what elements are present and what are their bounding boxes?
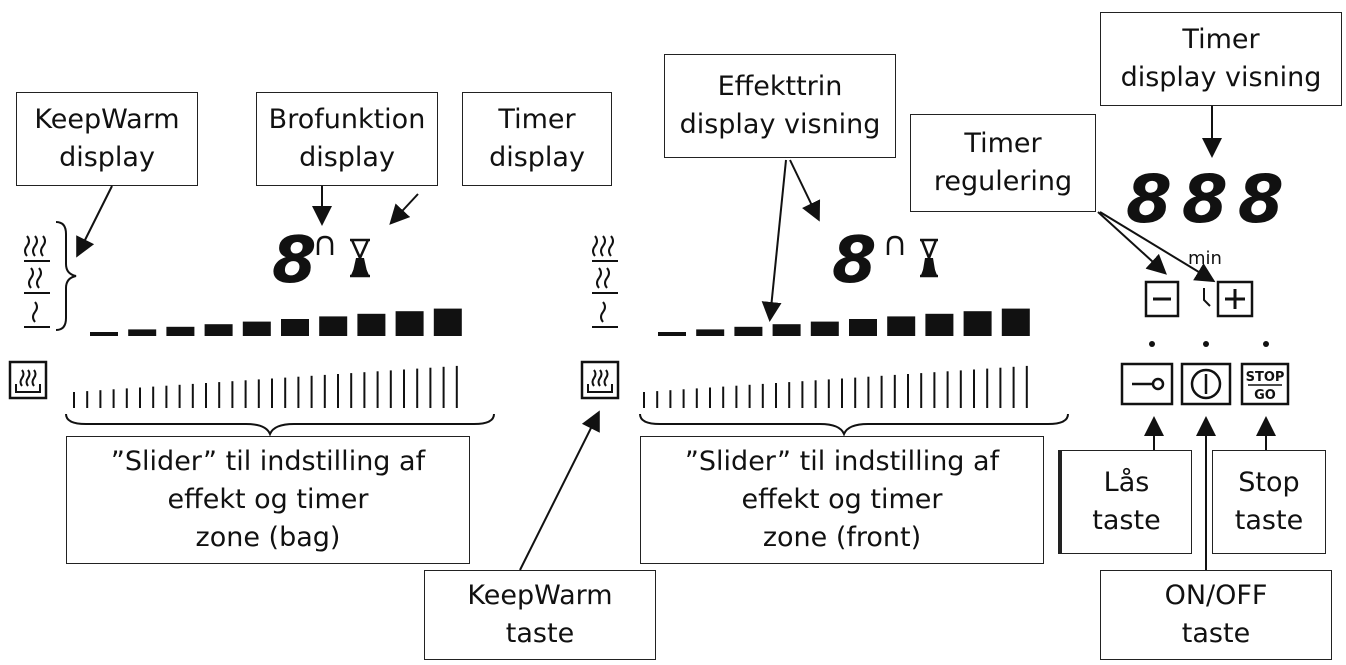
keepwarm-brace — [55, 221, 77, 331]
callout-line: Timer — [964, 128, 1042, 159]
callout-line: display — [489, 142, 585, 173]
heat-3-icon — [592, 235, 618, 262]
power-step-bar — [395, 311, 424, 336]
callout-line: zone (front) — [762, 522, 922, 553]
callout-line: Brofunktion — [268, 104, 426, 135]
slider-bag-callout: ”Slider” til indstilling af effekt og ti… — [66, 436, 470, 564]
stop-taste-callout: Stop taste — [1212, 450, 1326, 554]
lock-indicator-dot — [1149, 341, 1155, 347]
power-step-bar — [1001, 308, 1030, 336]
power-step-bar — [90, 332, 118, 336]
slider-front-callout: ”Slider” til indstilling af effekt og ti… — [640, 436, 1044, 564]
power-step-bar — [281, 319, 309, 336]
stop-indicator-dot — [1263, 341, 1269, 347]
power-step-bar — [166, 326, 195, 336]
minus-button[interactable] — [1144, 280, 1180, 318]
timer-digits: 888 — [1126, 161, 1294, 238]
stop-go-button[interactable]: STOP GO — [1240, 362, 1290, 406]
callout-line: taste — [1092, 505, 1161, 536]
power-step-bar — [772, 324, 801, 336]
callout-line: ”Slider” til indstilling af — [684, 446, 1000, 477]
callout-line: zone (bag) — [195, 522, 341, 553]
keepwarm-display-callout: KeepWarm display — [16, 92, 198, 186]
slider-bag[interactable] — [73, 365, 458, 408]
power-step-bar — [319, 316, 348, 336]
callout-line: KeepWarm — [34, 104, 180, 135]
stop-label: STOP — [1246, 370, 1285, 385]
timer-display-callout: Timer display — [462, 92, 612, 186]
callout-line: effekt og timer — [167, 484, 369, 515]
power-step-bar — [849, 319, 877, 336]
callout-line: effekt og timer — [741, 484, 943, 515]
callout-line: KeepWarm — [467, 580, 613, 611]
callout-line: Lås — [1103, 467, 1150, 498]
heat-1-icon — [24, 301, 50, 328]
power-step-bar — [658, 332, 686, 336]
power-step-bar — [433, 308, 462, 336]
effekttrin-display-callout: Effekttrin display visning — [664, 54, 896, 158]
power-step-bar — [696, 329, 725, 336]
bridge-icon — [886, 235, 904, 255]
brofunktion-display-callout: Brofunktion display — [256, 92, 438, 186]
zone-digit: 8 — [832, 224, 877, 298]
arrows — [76, 106, 1276, 571]
heat-2-icon — [592, 267, 618, 294]
go-label: GO — [1254, 388, 1276, 403]
laas-taste-callout: Lås taste — [1058, 450, 1192, 554]
callout-line: Timer — [1182, 24, 1260, 55]
callout-line: display visning — [1120, 62, 1322, 93]
heat-3-icon — [24, 235, 50, 262]
callout-line: ”Slider” til indstilling af — [110, 446, 426, 477]
slider-bag-brace — [65, 413, 495, 437]
heat-1-icon — [592, 301, 618, 328]
callout-line: display — [59, 142, 155, 173]
keepwarm-pot-icon[interactable] — [8, 360, 48, 400]
zone-digit: 8 — [272, 224, 317, 298]
power-step-bar — [734, 326, 763, 336]
power-step-bar — [242, 321, 271, 336]
timer-indicator-icon — [1203, 288, 1211, 307]
power-step-bar — [887, 316, 916, 336]
power-step-bar — [128, 329, 157, 336]
plus-button[interactable] — [1216, 280, 1254, 318]
power-indicator-dot — [1203, 341, 1209, 347]
callout-line: display — [299, 142, 395, 173]
timer-regulering-callout: Timer regulering — [910, 114, 1096, 212]
callout-line: Timer — [498, 104, 576, 135]
power-step-bar — [204, 324, 233, 336]
callout-line: Effekttrin — [717, 71, 843, 102]
power-step-bar — [357, 313, 386, 336]
callout-line: ON/OFF — [1164, 580, 1268, 611]
callout-line: Stop — [1238, 467, 1300, 498]
callout-line: display visning — [679, 109, 881, 140]
slider-front-brace — [639, 413, 1069, 437]
hourglass-icon — [350, 238, 370, 278]
onoff-taste-callout: ON/OFF taste — [1100, 570, 1332, 660]
keepwarm-pot-icon[interactable] — [580, 360, 620, 400]
bridge-icon — [316, 235, 334, 255]
power-icon[interactable] — [1180, 362, 1232, 406]
hourglass-icon — [920, 238, 938, 278]
callout-line: taste — [505, 618, 575, 649]
callout-line: taste — [1181, 618, 1251, 649]
heat-2-icon — [24, 267, 50, 294]
keepwarm-taste-callout: KeepWarm taste — [424, 570, 656, 660]
zone-digit-display: 8 — [272, 224, 317, 298]
timer-display-visning-callout: Timer display visning — [1100, 12, 1342, 106]
key-icon[interactable] — [1120, 362, 1174, 406]
power-step-bar — [810, 321, 839, 336]
power-step-bar — [925, 313, 954, 336]
callout-line: taste — [1234, 505, 1304, 536]
power-step-bar — [963, 311, 992, 336]
power-steps-front — [658, 308, 1030, 336]
timer-unit: min — [1188, 248, 1222, 269]
power-steps-bag — [90, 308, 462, 336]
callout-line: regulering — [933, 166, 1073, 197]
slider-front[interactable] — [643, 365, 1028, 408]
